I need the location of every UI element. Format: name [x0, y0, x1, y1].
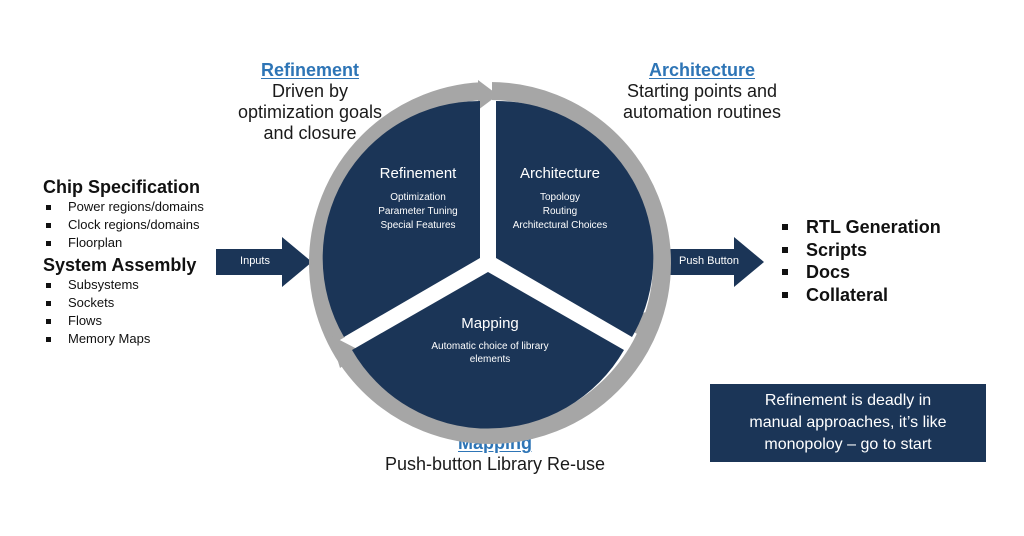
refinement-callout-line-1: Driven by	[271, 81, 349, 101]
refinement-callout: Refinement Driven by optimization goals …	[215, 60, 405, 144]
list-item: Flows	[43, 312, 243, 330]
refinement-callout-heading[interactable]: Refinement	[260, 60, 359, 80]
refinement-wedge-title: Refinement	[380, 165, 458, 182]
list-item: Docs	[778, 261, 978, 284]
architecture-wedge-title: Architecture	[520, 165, 600, 182]
architecture-wedge-item: Routing	[543, 206, 577, 217]
ring-arrowhead-top	[478, 80, 498, 110]
list-item: Subsystems	[43, 276, 243, 294]
list-item: Scripts	[778, 239, 978, 262]
mapping-wedge-item: elements	[470, 354, 511, 365]
push-button-arrow: Push Button	[668, 237, 764, 287]
list-item: Clock regions/domains	[43, 216, 243, 234]
chip-specification-title: Chip Specification	[43, 177, 201, 197]
mapping-wedge-title: Mapping	[461, 315, 519, 332]
ring-arrowhead-left	[330, 335, 363, 368]
mapping-wedge[interactable]	[352, 272, 624, 429]
refinement-callout-line-3: and closure	[263, 123, 357, 143]
push-button-arrow-label: Push Button	[679, 255, 739, 267]
inputs-arrow: Inputs	[216, 237, 312, 287]
refinement-wedge-item: Optimization	[390, 192, 446, 203]
list-item: Power regions/domains	[43, 198, 243, 216]
architecture-callout-line-2: automation routines	[622, 102, 782, 122]
list-item: Collateral	[778, 284, 978, 307]
outputs-panel: RTL Generation Scripts Docs Collateral	[778, 216, 978, 306]
list-item: Sockets	[43, 294, 243, 312]
architecture-wedge[interactable]	[496, 100, 654, 337]
refinement-wedge[interactable]	[322, 100, 480, 337]
refinement-callout-line-2: optimization goals	[237, 102, 383, 122]
list-item: Floorplan	[43, 234, 243, 252]
mapping-wedge-item: Automatic choice of library	[431, 341, 548, 352]
outputs-list: RTL Generation Scripts Docs Collateral	[778, 216, 978, 306]
architecture-wedge-item: Topology	[540, 192, 580, 203]
system-assembly-title: System Assembly	[43, 255, 197, 275]
mapping-callout-line-1: Push-button Library Re-use	[384, 454, 606, 474]
note-line-1: Refinement is deadly in	[764, 392, 932, 409]
architecture-callout-line-1: Starting points and	[626, 81, 778, 101]
note-line-3: monopoloy – go to start	[764, 436, 932, 453]
refinement-wedge-item: Parameter Tuning	[378, 206, 458, 217]
chip-specification-list: Power regions/domains Clock regions/doma…	[43, 198, 243, 252]
refinement-wedge-item: Special Features	[380, 220, 455, 231]
architecture-callout-heading[interactable]: Architecture	[648, 60, 756, 80]
inputs-panel: Chip Specification Power regions/domains…	[43, 176, 243, 348]
inputs-arrow-label: Inputs	[240, 255, 270, 267]
list-item: Memory Maps	[43, 330, 243, 348]
architecture-wedge-item: Architectural Choices	[513, 220, 607, 231]
note-line-2: manual approaches, it’s like	[749, 414, 947, 431]
architecture-callout: Architecture Starting points and automat…	[602, 60, 802, 123]
note-box: Refinement is deadly in manual approache…	[710, 384, 986, 462]
system-assembly-list: Subsystems Sockets Flows Memory Maps	[43, 276, 243, 348]
list-item: RTL Generation	[778, 216, 978, 239]
